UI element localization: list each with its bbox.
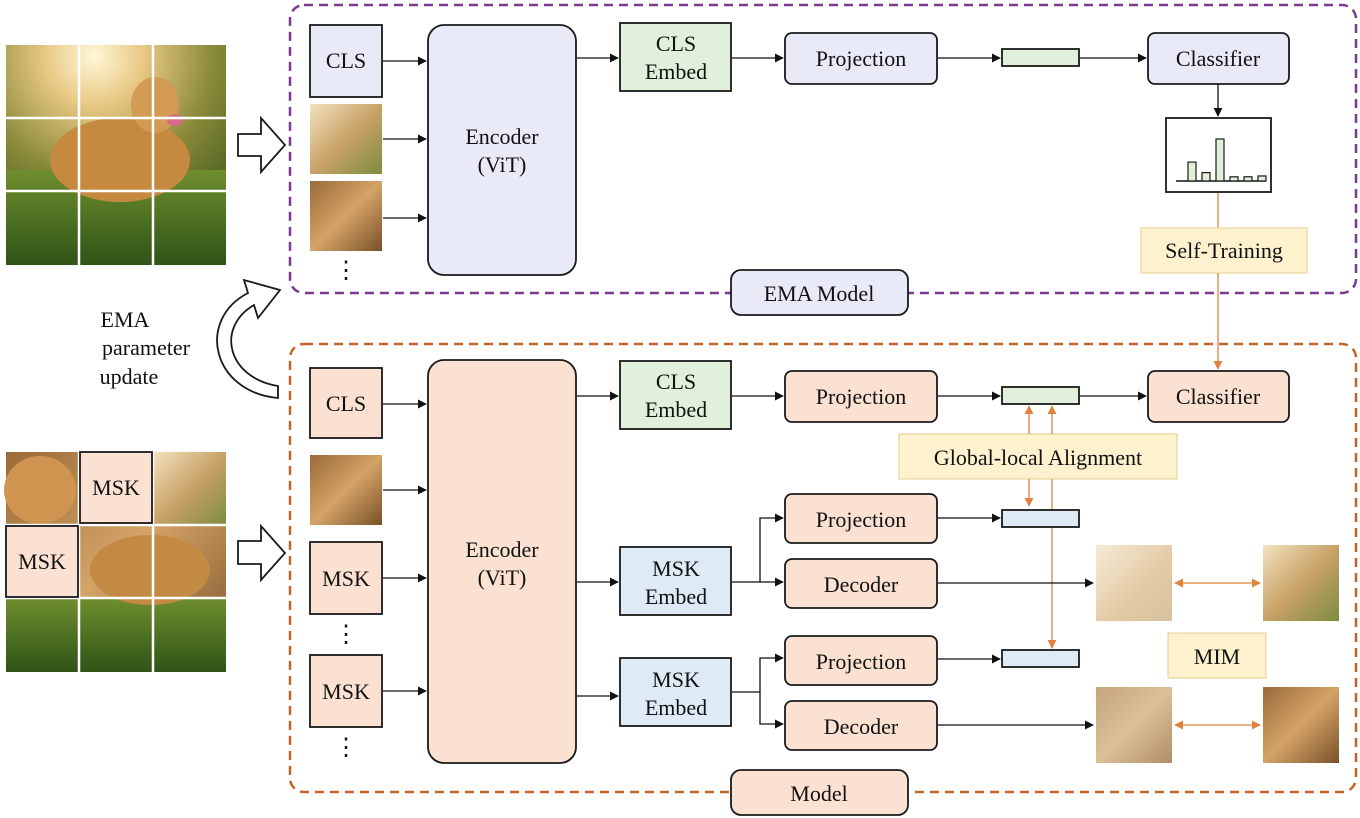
model-msk-projection: Projection [784,635,938,686]
model-cls-token: CLS [309,367,383,439]
svg-text:Classifier: Classifier [1176,46,1261,71]
ema-model-tag: EMA Model [730,269,909,316]
mask-patch-label: MSK [92,475,140,500]
ema-projection: Projection [784,32,938,85]
svg-text:Encoder: Encoder [465,124,539,149]
svg-text:Decoder: Decoder [824,572,899,597]
mask-patch-label: MSK [18,549,66,574]
ema-image-patch [310,104,382,174]
mim-label-box: MIM [1167,632,1267,679]
svg-text:MSK: MSK [652,667,700,692]
model-classifier: Classifier [1147,370,1290,423]
model-tag: Model [730,769,909,816]
model-msk-decoder: Decoder [784,700,938,751]
svg-text:Decoder: Decoder [824,714,899,739]
ema-feature-vector [1001,48,1080,67]
histogram-bar [1187,161,1197,182]
ema-cls-embed: CLS Embed [619,22,732,92]
svg-text:Projection: Projection [816,384,906,409]
histogram-bar [1257,175,1267,182]
ema-update-label: parameter [102,335,191,360]
model-msk-feature-vector [1001,649,1080,668]
ema-image-patch [310,181,382,251]
svg-text:Projection: Projection [816,649,906,674]
svg-text:(ViT): (ViT) [478,152,527,177]
model-msk-feature-vector [1001,509,1080,528]
svg-text:Embed: Embed [645,397,707,422]
mask-patch: MSK [5,525,79,598]
model-msk-decoder: Decoder [784,558,938,609]
ema-update-curved-arrow-icon [216,278,282,399]
svg-text:(ViT): (ViT) [478,565,527,590]
svg-text:Projection: Projection [816,46,906,71]
model-image-patch [310,455,382,525]
model-msk-token: MSK [309,654,383,728]
model-msk-token: MSK [309,541,383,615]
svg-text:MSK: MSK [322,566,370,591]
svg-text:Embed: Embed [645,59,707,84]
ema-encoder-block: Encoder (ViT) [427,24,577,276]
ema-token-ellipsis: ⋮ [334,258,358,284]
reconstructed-patch [1096,687,1172,763]
reconstructed-patch [1096,545,1172,621]
mask-patch: MSK [79,451,153,524]
hollow-arrow-icon [237,523,287,583]
ema-update-label: EMA [101,307,150,332]
model-cls-feature-vector [1001,386,1080,405]
self-training-label-box: Self-Training [1140,227,1308,274]
histogram-bar [1243,176,1253,182]
histogram-bar [1201,172,1211,182]
model-cls-embed: CLS Embed [619,360,732,430]
svg-text:Classifier: Classifier [1176,384,1261,409]
svg-text:CLS: CLS [326,391,366,416]
svg-text:MSK: MSK [322,679,370,704]
histogram-bar [1229,176,1239,182]
svg-text:Model: Model [790,781,847,806]
ema-update-label: update [100,364,159,389]
prediction-histogram [1165,117,1272,193]
target-patch [1263,545,1339,621]
svg-text:MIM: MIM [1194,644,1240,669]
svg-text:Projection: Projection [816,507,906,532]
model-cls-projection: Projection [784,370,938,423]
ema-cls-token: CLS [309,24,383,98]
model-encoder-block: Encoder (ViT) [427,359,577,764]
ema-classifier: Classifier [1147,32,1290,85]
svg-text:Encoder: Encoder [465,537,539,562]
model-msk-projection: Projection [784,493,938,544]
histogram-bar [1215,138,1225,182]
model-frame [288,342,1358,794]
input-image-masked: MSK MSK [4,451,226,672]
input-image-full [6,45,226,265]
model-msk-embed: MSK Embed [619,657,732,727]
hollow-arrow-icon [237,115,287,175]
global-local-alignment-box: Global-local Alignment [898,433,1178,480]
model-msk-embed: MSK Embed [619,546,732,616]
svg-text:Global-local Alignment: Global-local Alignment [934,445,1142,470]
svg-text:EMA Model: EMA Model [764,281,875,306]
svg-text:Embed: Embed [645,584,707,609]
svg-text:CLS: CLS [656,31,696,56]
model-token-ellipsis: ⋮ [334,622,358,648]
model-token-ellipsis: ⋮ [334,735,358,761]
svg-text:CLS: CLS [326,48,366,73]
svg-text:Embed: Embed [645,695,707,720]
svg-text:CLS: CLS [656,369,696,394]
svg-text:Self-Training: Self-Training [1165,238,1283,263]
target-patch [1263,687,1339,763]
svg-text:MSK: MSK [652,556,700,581]
